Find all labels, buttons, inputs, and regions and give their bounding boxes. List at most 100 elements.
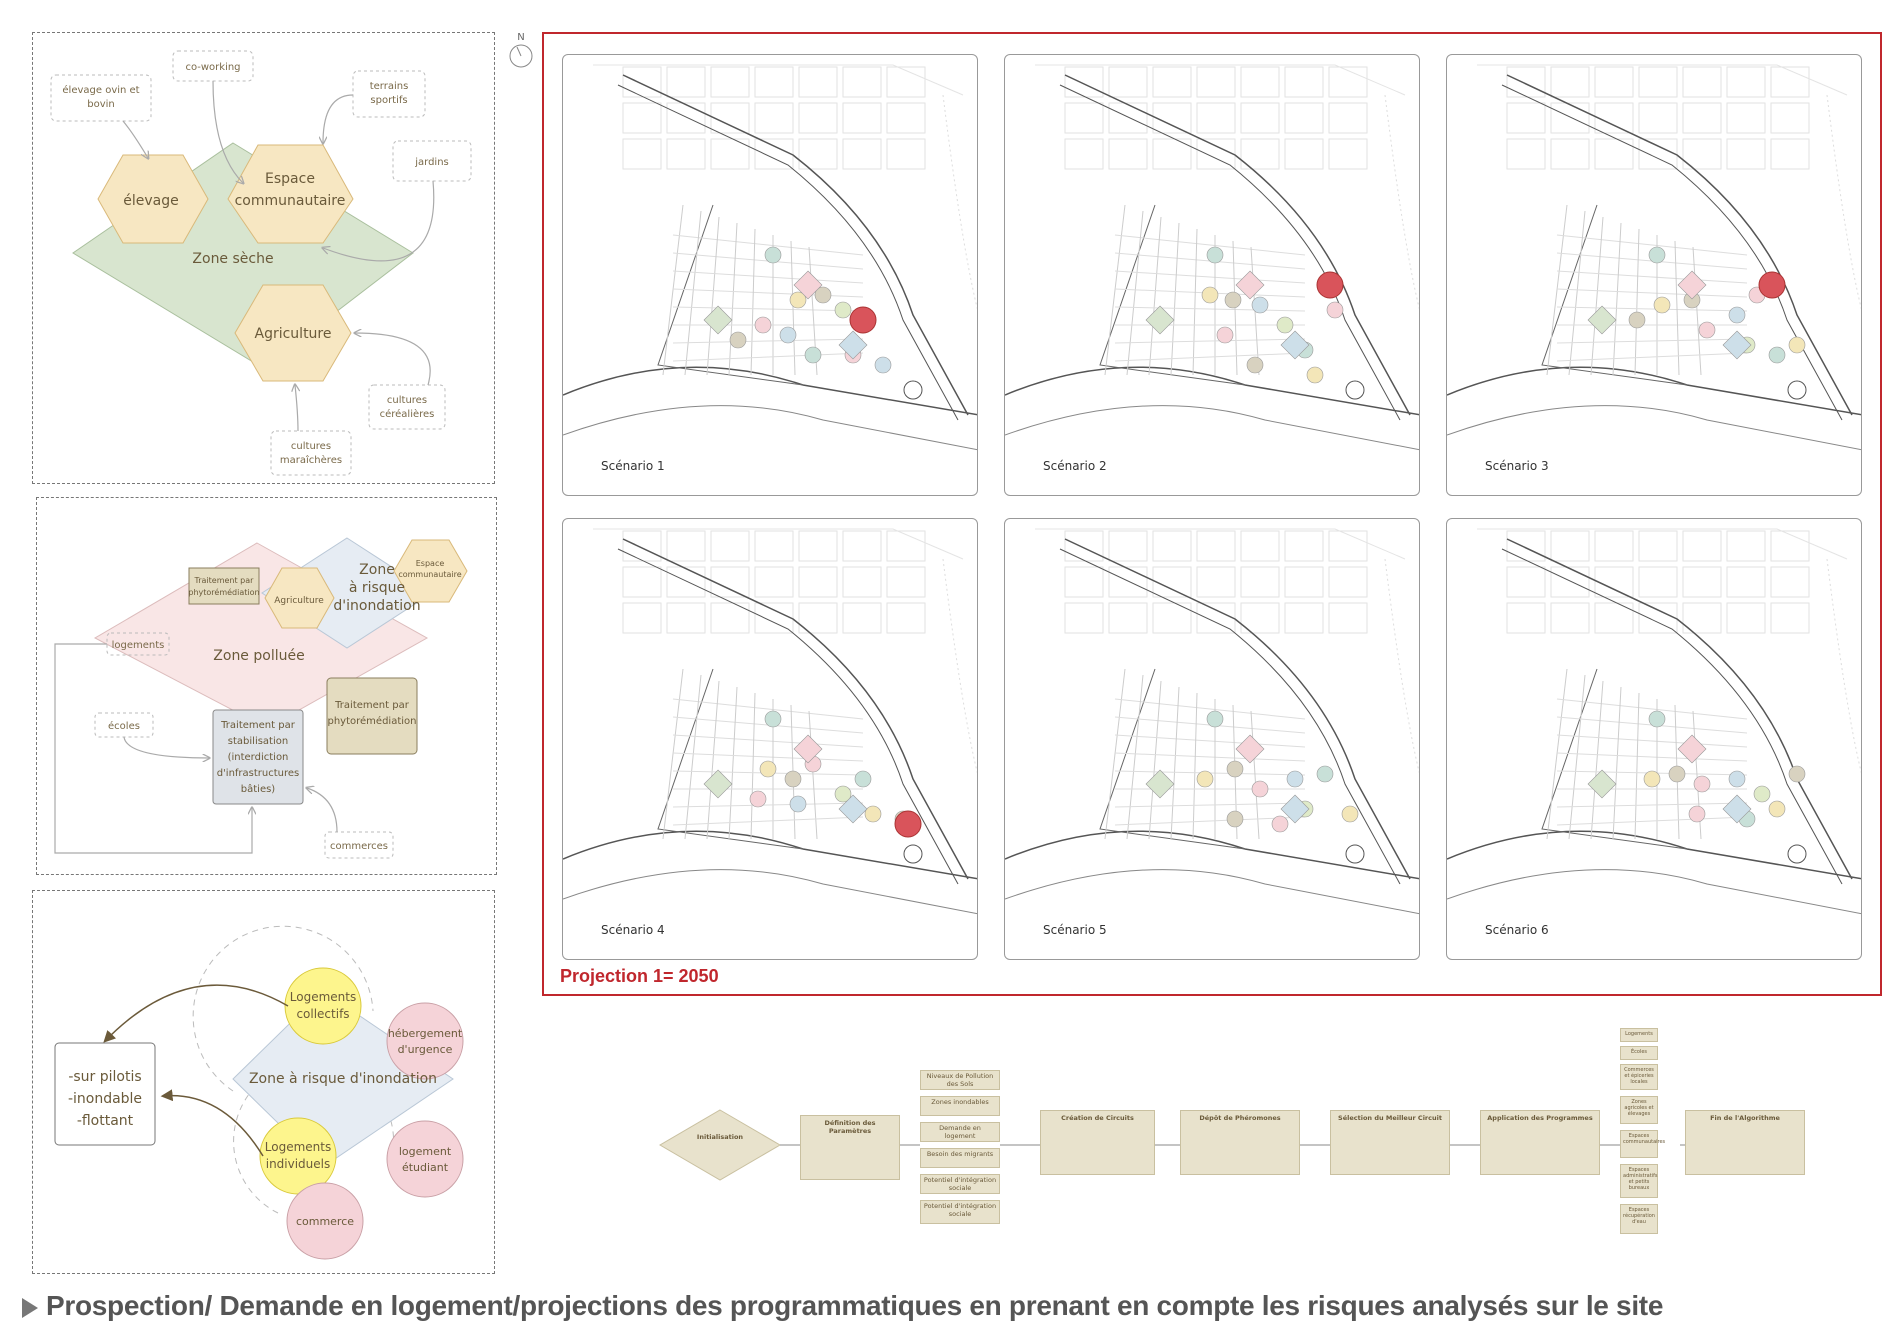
program-marker <box>834 785 852 803</box>
program-marker <box>864 805 882 823</box>
zone-marker <box>1280 794 1310 824</box>
program-marker <box>1753 785 1771 803</box>
zone-marker <box>838 330 868 360</box>
program-marker <box>1226 760 1244 778</box>
program-marker <box>1688 805 1706 823</box>
scenario-map-3: Scénario 3 <box>1446 54 1862 496</box>
zone-marker <box>1145 305 1175 335</box>
north-arrow: N <box>508 32 534 72</box>
scenario-map-1: Scénario 1 <box>562 54 978 496</box>
footer-text: Prospection/ Demande en logement/project… <box>46 1290 1664 1321</box>
circle-coll-label-1: Logements <box>290 990 356 1004</box>
fc-def-title: Définition des Paramètres <box>824 1119 876 1136</box>
hex-elevage-label: élevage <box>123 193 178 209</box>
zone-marker <box>1235 270 1265 300</box>
program-marker <box>1276 316 1294 334</box>
scenario-map-drawing <box>1005 528 1419 915</box>
program-marker <box>804 346 822 364</box>
fc-application: Application des Programmes <box>1480 1110 1600 1175</box>
fc-output-item: Commerces et épiceries locales <box>1620 1064 1658 1090</box>
tag-maraich-2: maraîchères <box>280 454 342 466</box>
flowchart: Initialisation Définition des Paramètres… <box>620 1020 1820 1260</box>
fc-output-item: Espaces récupération d'eau <box>1620 1204 1658 1234</box>
program-marker <box>1768 800 1786 818</box>
fc-param-item: Demande en logement <box>920 1122 1000 1142</box>
scenario-map-drawing <box>563 64 977 451</box>
zone-marker <box>1587 305 1617 335</box>
program-marker <box>1648 246 1666 264</box>
fc-param-item: Potentiel d'intégration sociale <box>920 1200 1000 1224</box>
tag-terrains-1: terrains <box>370 81 409 92</box>
program-marker <box>784 770 802 788</box>
box-phyto-big-1: Traitement par <box>334 700 410 711</box>
program-marker <box>1246 356 1264 374</box>
scenario-map-5: Scénario 5 <box>1004 518 1420 960</box>
projection-label: Projection 1= 2050 <box>560 966 719 986</box>
scenario-label: Scénario 6 <box>1485 923 1549 937</box>
zone-marker <box>1145 769 1175 799</box>
program-marker <box>1643 770 1661 788</box>
program-marker <box>1326 301 1344 319</box>
program-marker <box>764 710 782 728</box>
box-stab-5: bâties) <box>241 783 276 795</box>
fc-output-item: Zones agricoles et élevages <box>1620 1096 1658 1124</box>
program-marker <box>1693 775 1711 793</box>
scenario-label: Scénario 1 <box>601 459 665 473</box>
fc-depot: Dépôt de Phéromones <box>1180 1110 1300 1175</box>
program-marker <box>754 316 772 334</box>
fc-end-title: Fin de l'Algorithme <box>1710 1114 1780 1122</box>
scenario-map-4: Scénario 4 <box>562 518 978 960</box>
program-marker <box>749 790 767 808</box>
program-marker <box>1628 311 1646 329</box>
circle-etudiant <box>386 1120 464 1198</box>
program-marker <box>834 301 852 319</box>
fc-output-item: Espaces communautaires <box>1620 1130 1665 1158</box>
box-stab-1: Traitement par <box>220 720 296 731</box>
program-marker <box>854 770 872 788</box>
circle-coll-label-2: collectifs <box>296 1007 349 1021</box>
box-stab-2: stabilisation <box>228 736 288 747</box>
panel-zone-seche: élevage Espace communautaire Agriculture… <box>32 32 495 484</box>
circle-etud-label-2: étudiant <box>402 1161 449 1174</box>
hex-espace-label-1: Espace <box>265 171 315 187</box>
fc-selection: Sélection du Meilleur Circuit <box>1330 1110 1450 1175</box>
circle-ind-label-1: Logements <box>265 1140 331 1154</box>
program-marker <box>874 356 892 374</box>
scenario-label: Scénario 3 <box>1485 459 1549 473</box>
program-marker <box>1271 815 1289 833</box>
circle-heb-label-1: hébergement <box>388 1027 463 1040</box>
fc-output-item: Espaces administratifs et petits bureaux <box>1620 1164 1658 1198</box>
tag-ecoles: écoles <box>108 720 140 732</box>
zone-seche-diagram: élevage Espace communautaire Agriculture… <box>50 50 472 476</box>
hex-agri-label: Agriculture <box>255 326 332 342</box>
box-stab-3: (interdiction <box>228 752 289 763</box>
hex-espace-label-1: Espace <box>416 559 445 568</box>
box-phyto-small-2: phytorémédiation <box>188 587 259 597</box>
hex-agri-label: Agriculture <box>274 596 324 606</box>
box-pilotis: -sur pilotis <box>68 1069 141 1085</box>
program-marker <box>1728 306 1746 324</box>
scenario-map-drawing <box>1447 64 1861 451</box>
triangle-arrow-icon <box>22 1297 38 1318</box>
circle-hebergement <box>386 1002 464 1080</box>
hex-espace <box>393 539 468 603</box>
circle-logements-collectifs <box>284 967 362 1045</box>
zone-marker <box>1587 769 1617 799</box>
circle-commerce <box>286 1182 364 1260</box>
hex-agriculture <box>234 284 352 382</box>
zone-marker <box>1280 330 1310 360</box>
zone-marker <box>1722 794 1752 824</box>
program-marker <box>1216 326 1234 344</box>
zone-inondation-label: Zone à risque d'inondation <box>249 1071 437 1087</box>
fc-output-item: Logements <box>1620 1028 1658 1042</box>
zone-marker <box>1677 270 1707 300</box>
program-marker <box>894 810 922 838</box>
tag-cowork: co-working <box>185 62 240 73</box>
program-marker <box>1196 770 1214 788</box>
zone-marker <box>703 769 733 799</box>
tag-cereal-1: cultures <box>387 395 427 406</box>
program-marker <box>759 760 777 778</box>
fc-param-item: Zones inondables <box>920 1096 1000 1116</box>
fc-intro-diamond <box>659 1109 781 1181</box>
program-marker <box>1728 770 1746 788</box>
